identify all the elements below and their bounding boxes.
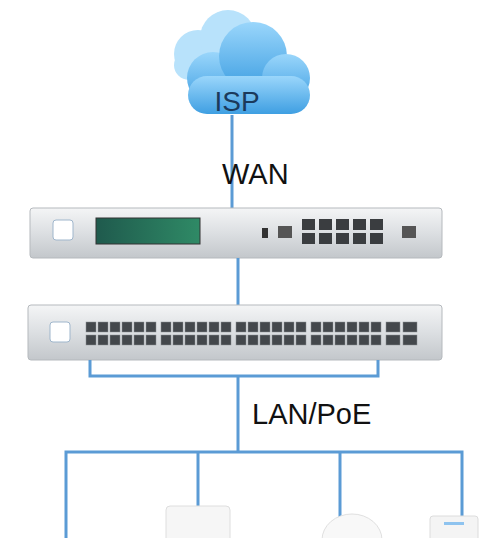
ethernet-ports <box>86 322 417 345</box>
status-led <box>444 522 464 525</box>
uplink-line <box>237 258 240 306</box>
console-port <box>278 226 292 238</box>
ethernet-port <box>403 322 417 332</box>
ethernet-port <box>98 335 108 345</box>
ethernet-port <box>173 335 183 345</box>
ethernet-port <box>296 322 306 332</box>
ethernet-port <box>347 322 357 332</box>
ethernet-port <box>371 322 381 332</box>
ethernet-port <box>86 335 96 345</box>
router-device <box>30 208 442 258</box>
link-label: WAN <box>222 160 289 189</box>
ethernet-port <box>185 322 195 332</box>
sfp-port <box>353 233 366 244</box>
ethernet-port <box>335 322 345 332</box>
sfp-port <box>319 233 332 244</box>
switch-device <box>28 305 442 360</box>
router-screen <box>96 218 200 244</box>
ethernet-port <box>161 322 171 332</box>
ethernet-port <box>284 335 294 345</box>
ethernet-port <box>335 335 345 345</box>
mgmt-port <box>402 226 416 238</box>
router-button <box>53 220 73 240</box>
ethernet-port <box>260 335 270 345</box>
router-chassis <box>30 208 442 258</box>
access-point <box>430 516 478 538</box>
sfp-port <box>302 219 315 230</box>
ethernet-port <box>197 335 207 345</box>
sfp-port <box>353 219 366 230</box>
ethernet-port <box>260 322 270 332</box>
ethernet-port <box>236 335 246 345</box>
sfp-port <box>302 233 315 244</box>
ethernet-port <box>161 335 171 345</box>
ethernet-port <box>173 322 183 332</box>
sfp-port <box>336 233 349 244</box>
ethernet-port <box>311 335 321 345</box>
lan-bus <box>66 452 462 538</box>
switch-chassis <box>28 305 442 360</box>
sfp-port <box>370 233 383 244</box>
cloud-node: ISP <box>158 6 316 118</box>
ethernet-port <box>134 322 144 332</box>
access-point <box>322 514 382 538</box>
ethernet-port <box>386 322 400 332</box>
ethernet-port <box>236 322 246 332</box>
ethernet-port <box>386 335 400 345</box>
ethernet-port <box>221 335 231 345</box>
ethernet-port <box>272 335 282 345</box>
ethernet-port <box>311 322 321 332</box>
ethernet-port <box>371 335 381 345</box>
node-label: ISP <box>158 88 316 116</box>
ethernet-port <box>146 322 156 332</box>
ethernet-port <box>146 335 156 345</box>
ethernet-port <box>296 335 306 345</box>
ethernet-port <box>110 335 120 345</box>
sfp-ports <box>302 219 383 244</box>
ethernet-port <box>86 322 96 332</box>
ethernet-port <box>359 335 369 345</box>
usb-port <box>262 228 268 238</box>
sfp-port <box>319 219 332 230</box>
ethernet-port <box>122 335 132 345</box>
lan-line <box>237 376 240 452</box>
ethernet-port <box>347 335 357 345</box>
ethernet-port <box>248 322 258 332</box>
ethernet-port <box>323 335 333 345</box>
ethernet-port <box>134 335 144 345</box>
ethernet-port <box>197 322 207 332</box>
ethernet-port <box>359 322 369 332</box>
ethernet-port <box>272 322 282 332</box>
ethernet-port <box>248 335 258 345</box>
ethernet-port <box>284 322 294 332</box>
sfp-port <box>370 219 383 230</box>
ethernet-port <box>221 322 231 332</box>
ethernet-port <box>403 335 417 345</box>
switch-button <box>50 322 70 342</box>
port-bracket <box>90 360 378 376</box>
ethernet-port <box>209 335 219 345</box>
ethernet-port <box>122 322 132 332</box>
link-label: LAN/PoE <box>252 400 371 429</box>
ethernet-port <box>323 322 333 332</box>
ethernet-port <box>185 335 195 345</box>
sfp-port <box>336 219 349 230</box>
ethernet-port <box>98 322 108 332</box>
access-point <box>166 506 230 538</box>
ethernet-port <box>209 322 219 332</box>
ethernet-port <box>110 322 120 332</box>
